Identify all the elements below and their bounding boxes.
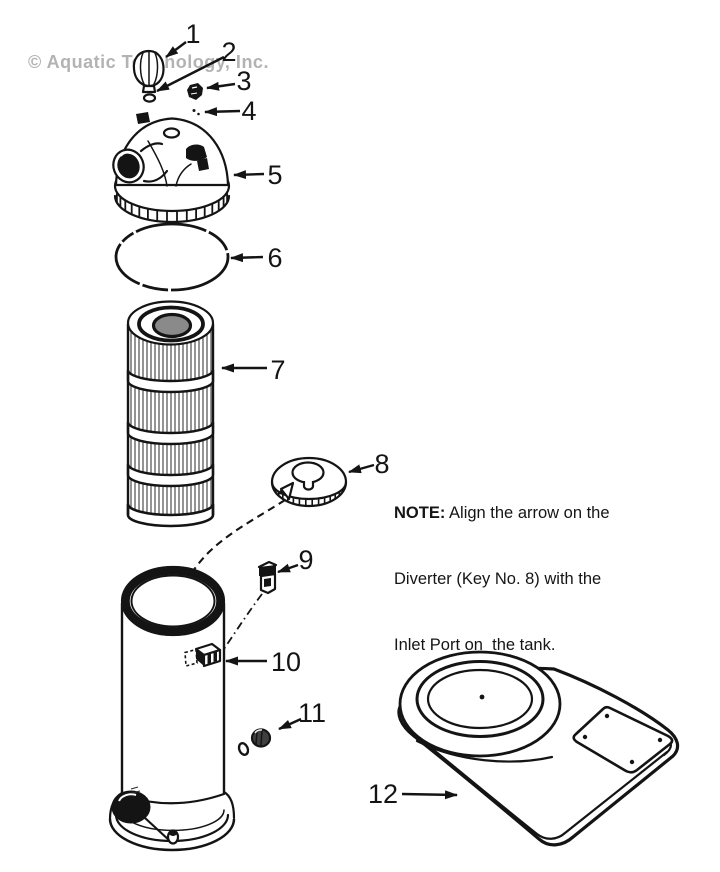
leader-arrows bbox=[156, 41, 458, 800]
part-6-lid-oring-drawing bbox=[114, 222, 230, 292]
plug-oring bbox=[237, 742, 250, 756]
leader-arrow-11 bbox=[278, 717, 302, 731]
note-line-3: Inlet Port on the tank. bbox=[394, 636, 556, 654]
note-line-1: NOTE: Align the arrow on the bbox=[394, 502, 644, 524]
leader-arrow-9 bbox=[277, 563, 299, 574]
part-label-9: 9 bbox=[298, 545, 313, 575]
clip-to-fitting-guide bbox=[223, 593, 263, 650]
leader-arrow-6 bbox=[230, 253, 264, 263]
part-number-labels: 1 2 3 4 5 6 7 8 9 10 11 12 bbox=[185, 19, 398, 809]
part-label-12: 12 bbox=[368, 779, 398, 809]
part-label-5: 5 bbox=[267, 160, 282, 190]
part-2-oring-drawing bbox=[142, 93, 157, 103]
part-label-4: 4 bbox=[241, 96, 256, 126]
part-label-3: 3 bbox=[236, 66, 251, 96]
leader-arrow-12 bbox=[401, 790, 458, 800]
lid-handle bbox=[186, 144, 209, 171]
part-label-2: 2 bbox=[221, 37, 236, 67]
part-5-lid-drawing bbox=[112, 112, 231, 224]
note-label: NOTE: bbox=[394, 504, 446, 522]
part-8-diverter-drawing bbox=[270, 456, 348, 508]
part-10-fitting-drawing bbox=[184, 642, 222, 668]
part-label-7: 7 bbox=[270, 355, 285, 385]
leader-arrow-5 bbox=[233, 170, 265, 180]
note-line-1-text: Align the arrow on the bbox=[445, 504, 610, 522]
part-9-clip-drawing bbox=[257, 560, 278, 595]
cartridge-pleats bbox=[130, 326, 212, 520]
part-12-base-drawing bbox=[397, 650, 680, 847]
part-4-screw-drawing bbox=[192, 109, 200, 116]
leader-arrow-1 bbox=[165, 41, 187, 58]
part-3-fitting-drawing bbox=[187, 83, 203, 100]
fitting-dashed-outline bbox=[184, 648, 198, 668]
tank-mouth-rim bbox=[120, 565, 226, 637]
part-label-6: 6 bbox=[267, 243, 282, 273]
leader-arrow-3 bbox=[206, 81, 236, 91]
part-label-1: 1 bbox=[185, 19, 200, 49]
base-mounting-pad bbox=[572, 705, 674, 774]
part-label-8: 8 bbox=[374, 449, 389, 479]
lid-ring-ribs bbox=[116, 192, 229, 222]
part-7-cartridge-drawing bbox=[126, 300, 215, 528]
tank-bottom-knob bbox=[166, 829, 180, 845]
base-tank-boss bbox=[398, 650, 562, 758]
note-line-2: Diverter (Key No. 8) with the bbox=[394, 570, 602, 588]
lid-tab bbox=[136, 112, 150, 124]
part-label-10: 10 bbox=[271, 647, 301, 677]
leader-arrow-2 bbox=[156, 55, 225, 93]
leader-arrow-4 bbox=[204, 107, 241, 117]
tank-drain-cap bbox=[111, 786, 172, 843]
part-11-plug-drawing bbox=[237, 728, 272, 756]
cartridge-core bbox=[151, 312, 193, 339]
lid-inlet-elbow bbox=[112, 142, 169, 184]
part-1-relief-valve-drawing bbox=[132, 49, 165, 94]
note-block: NOTE: Align the arrow on the Diverter (K… bbox=[394, 458, 644, 700]
diverter-teeth bbox=[274, 486, 346, 506]
leader-arrow-8 bbox=[348, 463, 375, 474]
tank-body-drawing bbox=[108, 565, 236, 852]
part-label-11: 11 bbox=[298, 698, 326, 728]
